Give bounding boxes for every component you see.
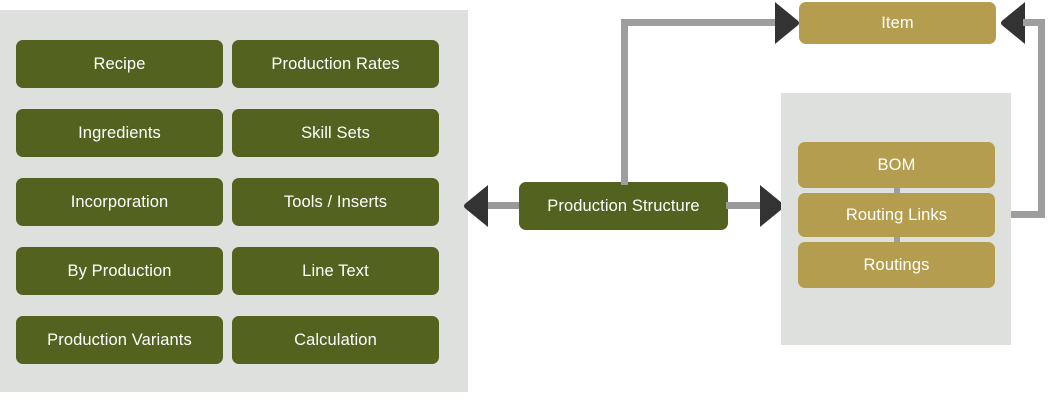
node-line-text[interactable]: Line Text: [232, 247, 439, 295]
connector-loop-top-horizontal: [1023, 19, 1045, 26]
node-tools-inserts[interactable]: Tools / Inserts: [232, 178, 439, 226]
connector-bom-to-routing-links: [894, 187, 900, 194]
connector-production-structure-to-item-horizontal: [621, 19, 779, 26]
node-production-variants[interactable]: Production Variants: [16, 316, 223, 364]
arrow-right-into-item: [775, 2, 801, 44]
node-incorporation[interactable]: Incorporation: [16, 178, 223, 226]
connector-production-structure-to-item-vertical: [621, 19, 628, 185]
connector-loop-vertical: [1038, 19, 1045, 218]
arrow-right-to-item-panel: [760, 185, 786, 227]
connector-production-structure-to-right: [726, 202, 762, 209]
node-production-structure[interactable]: Production Structure: [519, 182, 728, 230]
node-ingredients[interactable]: Ingredients: [16, 109, 223, 157]
arrow-left-from-production-structure: [462, 185, 488, 227]
node-skill-sets[interactable]: Skill Sets: [232, 109, 439, 157]
node-recipe[interactable]: Recipe: [16, 40, 223, 88]
node-bom[interactable]: BOM: [798, 142, 995, 188]
node-production-rates[interactable]: Production Rates: [232, 40, 439, 88]
node-routing-links[interactable]: Routing Links: [798, 193, 995, 237]
node-calculation[interactable]: Calculation: [232, 316, 439, 364]
arrow-left-into-item: [999, 2, 1025, 44]
node-routings[interactable]: Routings: [798, 242, 995, 288]
node-by-production[interactable]: By Production: [16, 247, 223, 295]
connector-production-structure-to-left: [484, 202, 520, 209]
connector-loop-bottom-horizontal: [1004, 211, 1045, 218]
connector-routing-links-to-routings: [894, 236, 900, 243]
node-item[interactable]: Item: [799, 2, 996, 44]
